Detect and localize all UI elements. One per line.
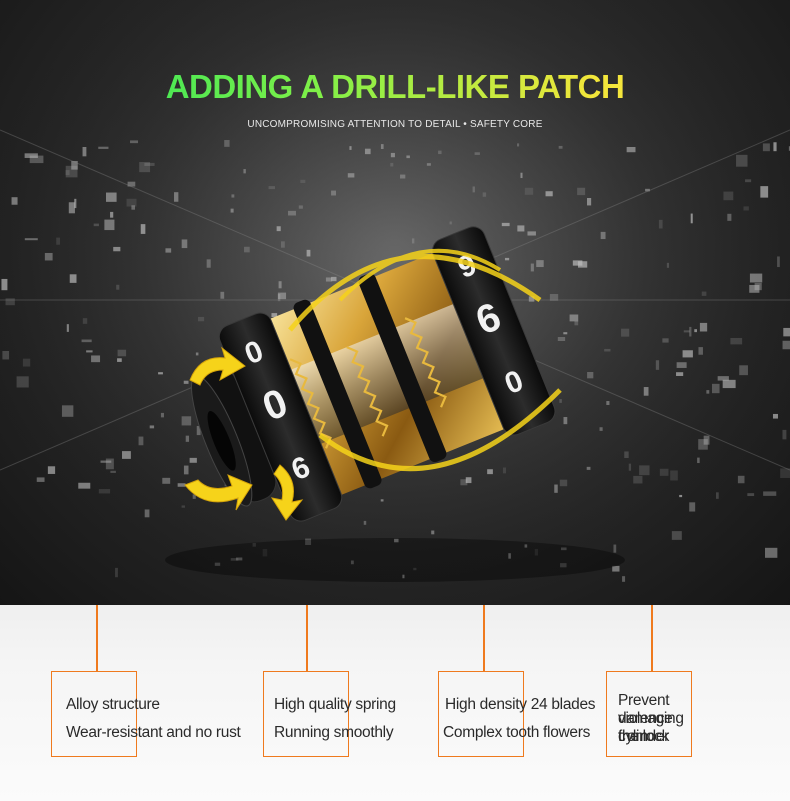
- digital-tunnel-background: [0, 0, 790, 605]
- feature-line-1: Prevent violence from: [618, 692, 673, 745]
- dial-ring: [293, 299, 382, 489]
- leader-line: [306, 605, 308, 672]
- spring: [404, 317, 447, 408]
- feature-callout-1: Alloy structure Wear-resistant and no ru…: [51, 671, 241, 757]
- headline-title: ADDING A DRILL-LIKE PATCH: [0, 68, 790, 106]
- feature-line-3: cylinder: [618, 728, 670, 745]
- feature-callout-2: High quality spring Running smoothly: [263, 671, 396, 757]
- leader-line: [96, 605, 98, 672]
- rotate-arrow-icon: [189, 346, 246, 386]
- feature-line-2: Running smoothly: [274, 724, 394, 741]
- dial-ring: [358, 273, 447, 463]
- headline-subtitle: UNCOMPROMISING ATTENTION TO DETAIL • SAF…: [247, 119, 543, 130]
- feature-line-1: Alloy structure: [66, 696, 160, 713]
- spring: [346, 346, 389, 437]
- feature-line-2: damaging the lock: [618, 710, 684, 745]
- feature-callout-3: High density 24 blades Complex tooth flo…: [438, 671, 596, 757]
- rotate-arrow-icon: [270, 464, 304, 521]
- rotate-arrow-icon: [184, 474, 253, 511]
- dial-ring: [218, 312, 343, 522]
- feature-line-2: Wear-resistant and no rust: [66, 724, 241, 741]
- leader-line: [483, 605, 485, 672]
- feature-callout-4: Prevent violence from damaging the lock …: [606, 671, 692, 757]
- leader-line: [651, 605, 653, 672]
- dial-ring: [432, 226, 556, 436]
- feature-line-2: Complex tooth flowers: [443, 724, 591, 741]
- features-panel: Alloy structure Wear-resistant and no ru…: [0, 605, 790, 801]
- hero-banner: ADDING A DRILL-LIKE PATCH UNCOMPROMISING…: [0, 0, 790, 605]
- spring: [289, 358, 332, 449]
- feature-line-1: High density 24 blades: [445, 696, 596, 713]
- feature-line-1: High quality spring: [274, 696, 396, 713]
